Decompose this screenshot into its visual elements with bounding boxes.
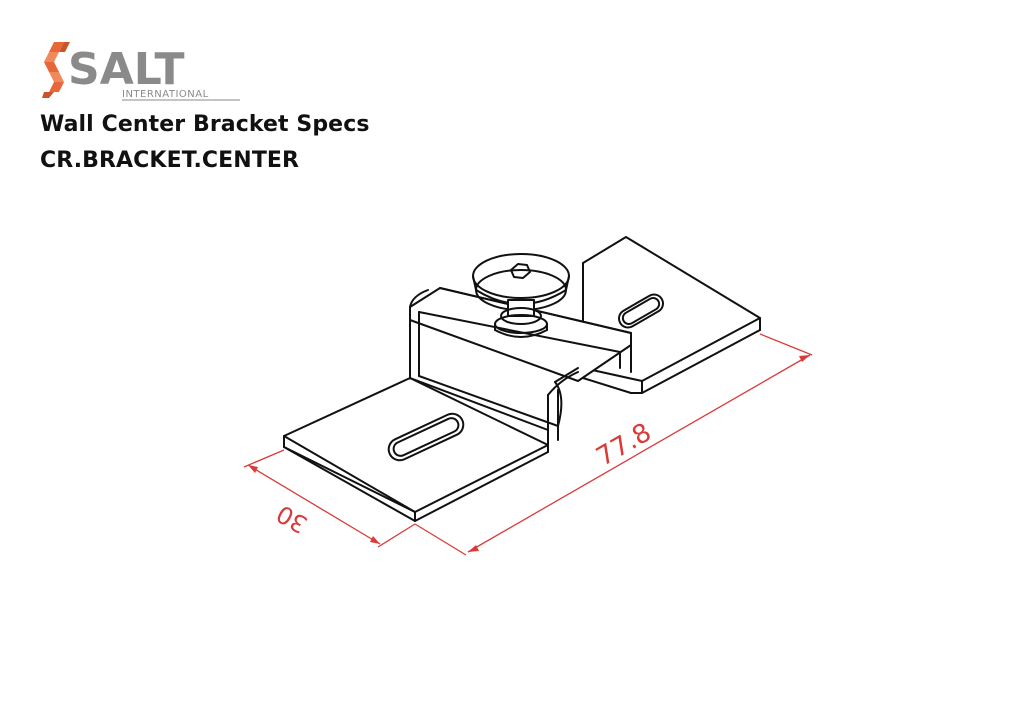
lower-flange [283, 377, 549, 522]
salt-international-logo: SALT INTERNATIONAL [40, 40, 250, 102]
page-title: Wall Center Bracket Specs [40, 112, 370, 137]
dimension-width [243, 449, 416, 548]
bracket-outline [283, 236, 761, 522]
dimension-length [414, 333, 813, 556]
logo-wordmark: SALT [68, 44, 185, 95]
length-dimension-label: 77.8 [591, 418, 656, 473]
logo-graphic: SALT INTERNATIONAL [42, 42, 240, 101]
logo-subtitle: INTERNATIONAL [122, 89, 209, 100]
logo-emblem-icon [42, 42, 70, 98]
width-dimension-label: 30 [272, 499, 312, 539]
bolt [472, 253, 570, 338]
dimension-lines [243, 333, 813, 556]
part-code: CR.BRACKET.CENTER [40, 148, 300, 173]
upper-flange [582, 236, 761, 394]
raised-bridge [409, 287, 632, 446]
